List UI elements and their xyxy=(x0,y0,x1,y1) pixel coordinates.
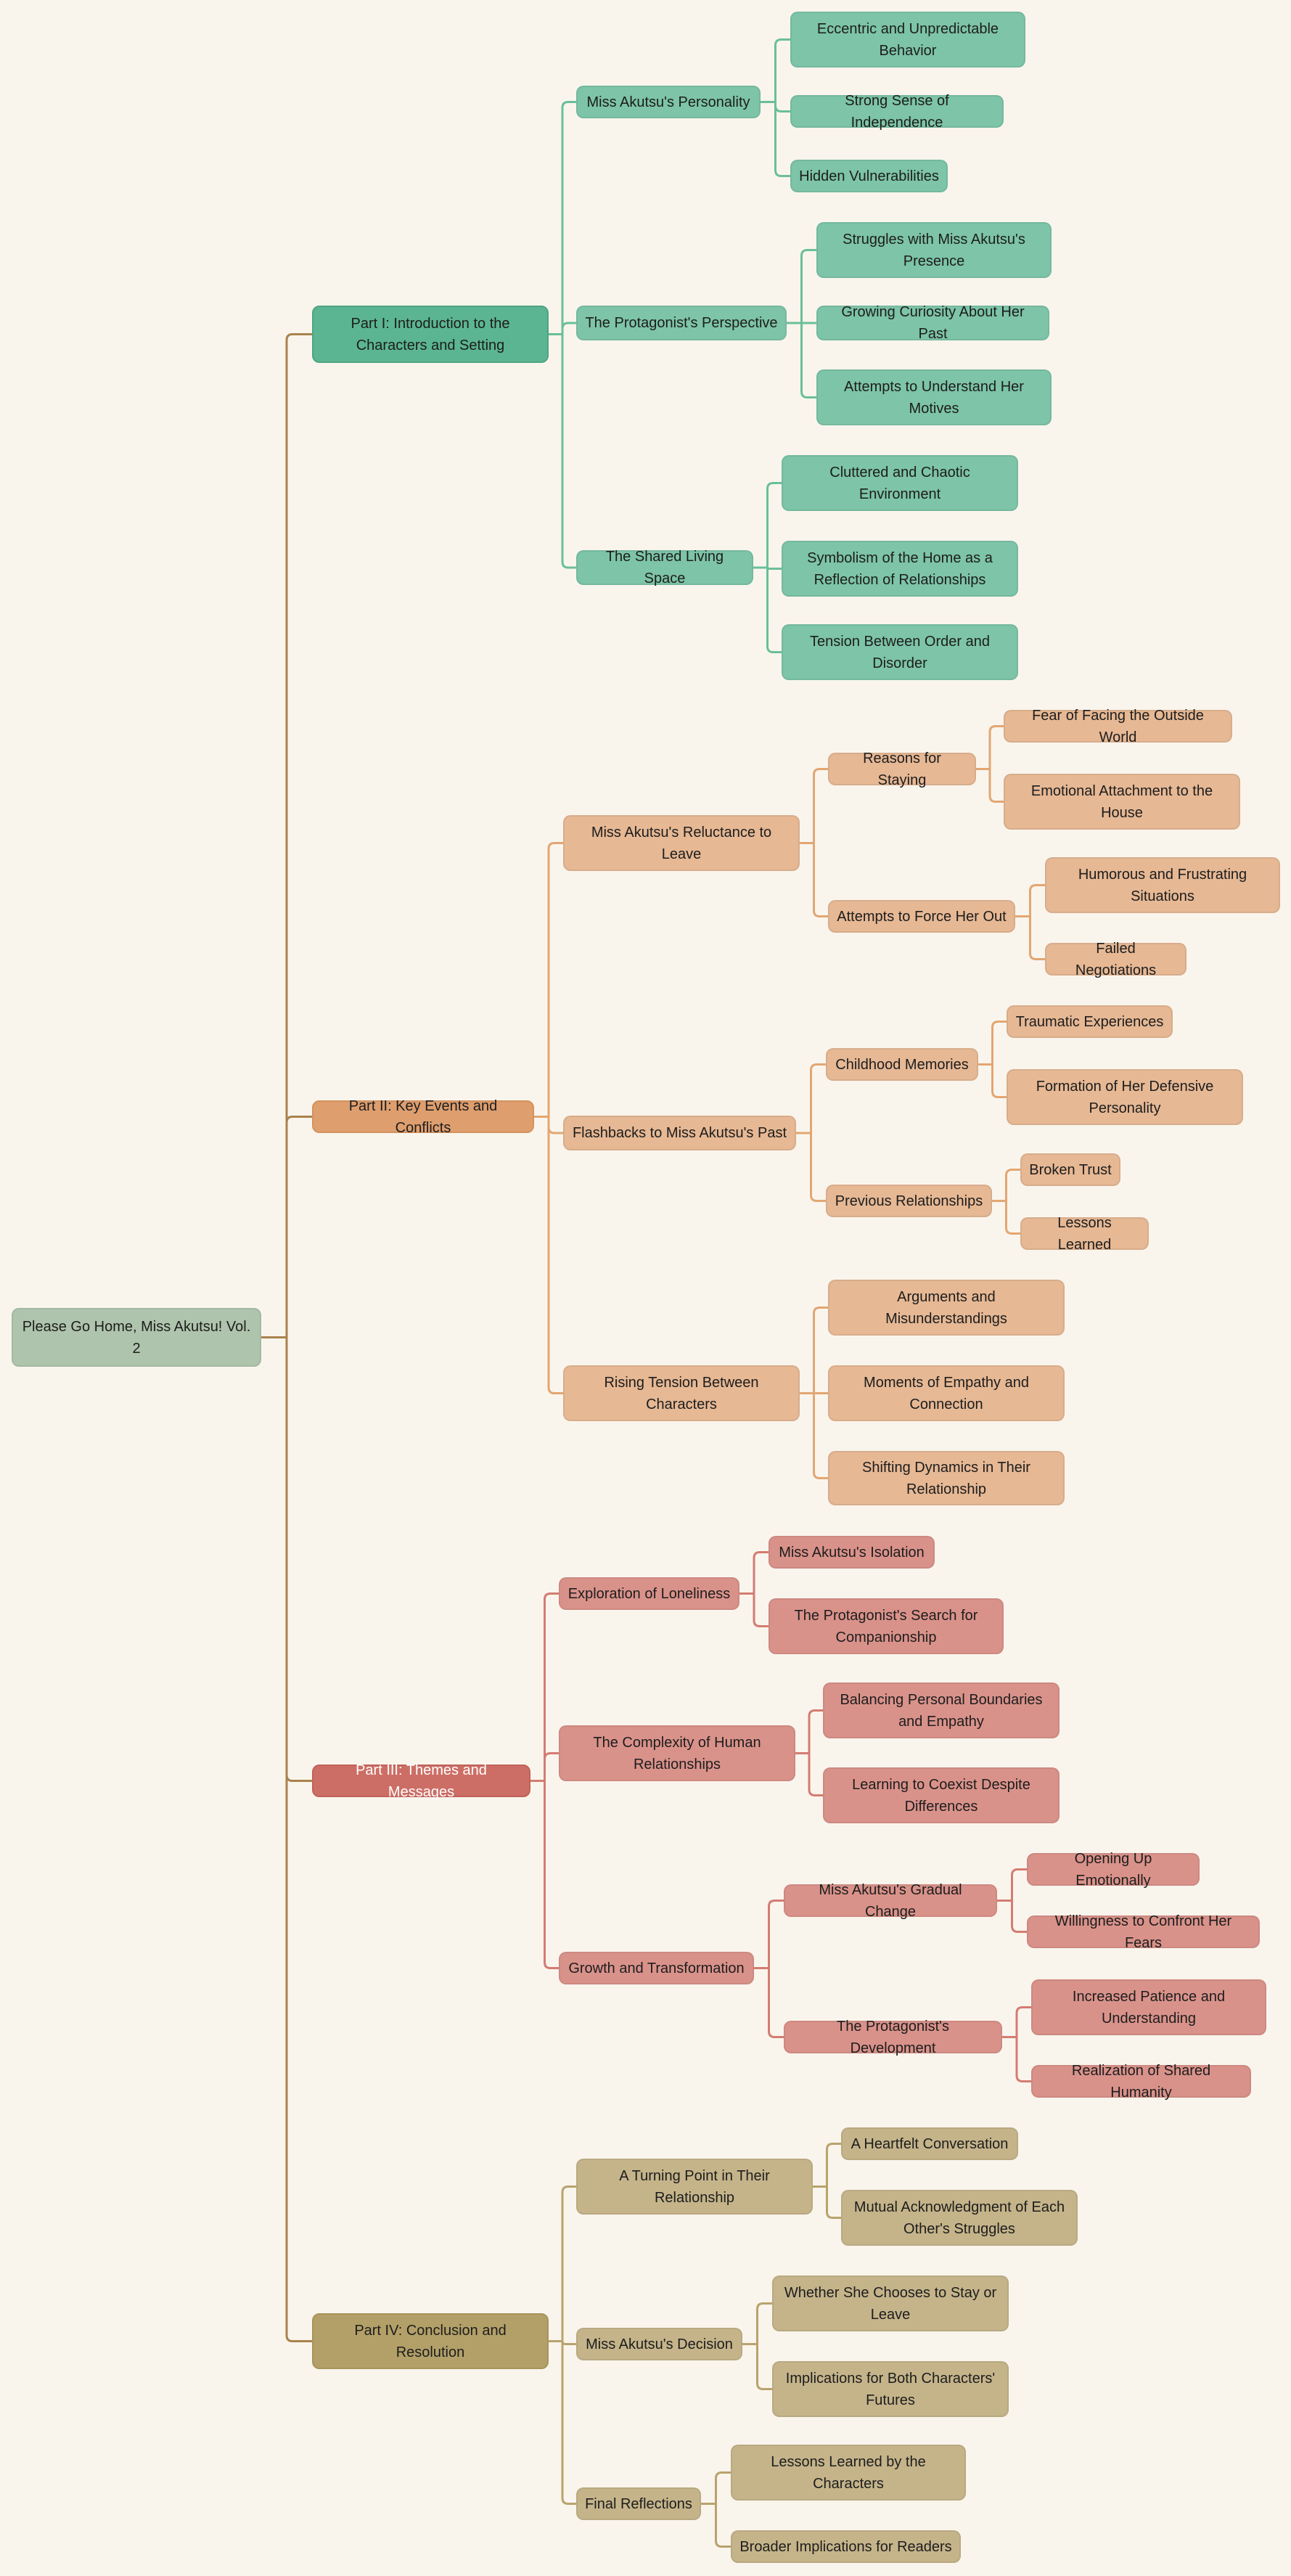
node-the-protagonist-s-perspective[interactable]: The Protagonist's Perspective xyxy=(576,306,787,340)
node-part-iii-themes-and-messages[interactable]: Part III: Themes and Messages xyxy=(312,1762,530,1800)
connector xyxy=(997,1868,1027,1933)
node-part-i-introduction-to-the-characters-and-setting[interactable]: Part I: Introduction to the Characters a… xyxy=(312,306,549,363)
node-increased-patience-and-understanding[interactable]: Increased Patience and Understanding xyxy=(1031,1979,1266,2035)
connector xyxy=(742,2302,772,2390)
node-the-protagonist-s-development[interactable]: The Protagonist's Development xyxy=(784,2019,1002,2056)
connector xyxy=(992,1169,1020,1235)
node-balancing-personal-boundaries-and-empathy[interactable]: Balancing Personal Boundaries and Empath… xyxy=(823,1682,1060,1738)
connector xyxy=(530,1592,559,1969)
node-struggles-with-miss-akutsu-s-presence[interactable]: Struggles with Miss Akutsu's Presence xyxy=(816,222,1052,278)
node-the-protagonist-s-search-for-companionship[interactable]: The Protagonist's Search for Companionsh… xyxy=(769,1598,1004,1654)
node-exploration-of-loneliness[interactable]: Exploration of Loneliness xyxy=(559,1577,739,1610)
node-miss-akutsu-s-decision[interactable]: Miss Akutsu's Decision xyxy=(576,2328,742,2360)
node-broader-implications-for-readers[interactable]: Broader Implications for Readers xyxy=(731,2530,961,2563)
node-humorous-and-frustrating-situations[interactable]: Humorous and Frustrating Situations xyxy=(1045,857,1280,913)
connector xyxy=(701,2471,731,2548)
node-childhood-memories[interactable]: Childhood Memories xyxy=(826,1048,978,1081)
node-shifting-dynamics-in-their-relationship[interactable]: Shifting Dynamics in Their Relationship xyxy=(828,1451,1065,1505)
connector xyxy=(796,1063,826,1202)
connector xyxy=(754,1900,784,2038)
connector xyxy=(976,725,1004,803)
connector xyxy=(549,2185,576,2505)
connector xyxy=(761,38,790,177)
connector xyxy=(1002,2006,1031,2082)
node-part-iv-conclusion-and-resolution[interactable]: Part IV: Conclusion and Resolution xyxy=(312,2313,549,2369)
connector xyxy=(800,768,828,917)
node-attempts-to-force-her-out[interactable]: Attempts to Force Her Out xyxy=(828,900,1015,933)
node-final-reflections[interactable]: Final Reflections xyxy=(576,2487,701,2520)
node-reasons-for-staying[interactable]: Reasons for Staying xyxy=(828,751,976,788)
node-a-turning-point-in-their-relationship[interactable]: A Turning Point in Their Relationship xyxy=(576,2159,813,2215)
node-attempts-to-understand-her-motives[interactable]: Attempts to Understand Her Motives xyxy=(816,369,1052,425)
connector xyxy=(978,1021,1007,1098)
node-fear-of-facing-the-outside-world[interactable]: Fear of Facing the Outside World xyxy=(1004,708,1232,745)
node-growth-and-transformation[interactable]: Growth and Transformation xyxy=(559,1952,754,1984)
node-mutual-acknowledgment-of-each-other-s-struggles[interactable]: Mutual Acknowledgment of Each Other's St… xyxy=(841,2190,1078,2246)
node-strong-sense-of-independence[interactable]: Strong Sense of Independence xyxy=(790,93,1004,131)
node-miss-akutsu-s-isolation[interactable]: Miss Akutsu's Isolation xyxy=(769,1536,935,1569)
node-implications-for-both-characters-futures[interactable]: Implications for Both Characters' Future… xyxy=(772,2361,1009,2417)
node-hidden-vulnerabilities[interactable]: Hidden Vulnerabilities xyxy=(790,160,948,192)
node-miss-akutsu-s-gradual-change[interactable]: Miss Akutsu's Gradual Change xyxy=(784,1882,997,1920)
node-realization-of-shared-humanity[interactable]: Realization of Shared Humanity xyxy=(1031,2063,1251,2101)
node-the-shared-living-space[interactable]: The Shared Living Space xyxy=(576,549,753,586)
node-growing-curiosity-about-her-past[interactable]: Growing Curiosity About Her Past xyxy=(816,304,1049,342)
node-flashbacks-to-miss-akutsu-s-past[interactable]: Flashbacks to Miss Akutsu's Past xyxy=(563,1116,796,1150)
connector xyxy=(549,101,576,569)
node-a-heartfelt-conversation[interactable]: A Heartfelt Conversation xyxy=(841,2127,1018,2160)
connector xyxy=(739,1551,769,1627)
connector xyxy=(787,249,816,398)
node-miss-akutsu-s-reluctance-to-leave[interactable]: Miss Akutsu's Reluctance to Leave xyxy=(563,815,800,871)
node-moments-of-empathy-and-connection[interactable]: Moments of Empathy and Connection xyxy=(828,1365,1065,1421)
node-cluttered-and-chaotic-environment[interactable]: Cluttered and Chaotic Environment xyxy=(782,455,1018,511)
node-lessons-learned[interactable]: Lessons Learned xyxy=(1020,1215,1149,1253)
node-symbolism-of-the-home-as-a-reflection-of-relationships[interactable]: Symbolism of the Home as a Reflection of… xyxy=(782,541,1018,597)
node-broken-trust[interactable]: Broken Trust xyxy=(1020,1153,1120,1186)
node-part-ii-key-events-and-conflicts[interactable]: Part II: Key Events and Conflicts xyxy=(312,1098,534,1136)
node-whether-she-chooses-to-stay-or-leave[interactable]: Whether She Chooses to Stay or Leave xyxy=(772,2276,1009,2331)
node-rising-tension-between-characters[interactable]: Rising Tension Between Characters xyxy=(563,1365,800,1421)
node-learning-to-coexist-despite-differences[interactable]: Learning to Coexist Despite Differences xyxy=(823,1767,1060,1823)
connector xyxy=(1015,884,1045,960)
root-node[interactable]: Please Go Home, Miss Akutsu! Vol. 2 xyxy=(12,1308,261,1367)
node-lessons-learned-by-the-characters[interactable]: Lessons Learned by the Characters xyxy=(731,2445,966,2501)
node-opening-up-emotionally[interactable]: Opening Up Emotionally xyxy=(1027,1851,1200,1889)
connector xyxy=(753,482,782,653)
node-previous-relationships[interactable]: Previous Relationships xyxy=(826,1185,992,1217)
node-formation-of-her-defensive-personality[interactable]: Formation of Her Defensive Personality xyxy=(1007,1069,1243,1125)
connector xyxy=(800,1307,828,1479)
node-failed-negotiations[interactable]: Failed Negotiations xyxy=(1045,941,1187,978)
node-the-complexity-of-human-relationships[interactable]: The Complexity of Human Relationships xyxy=(559,1725,795,1781)
node-willingness-to-confront-her-fears[interactable]: Willingness to Confront Her Fears xyxy=(1027,1913,1260,1951)
node-emotional-attachment-to-the-house[interactable]: Emotional Attachment to the House xyxy=(1004,774,1240,830)
connector xyxy=(261,333,312,2342)
node-eccentric-and-unpredictable-behavior[interactable]: Eccentric and Unpredictable Behavior xyxy=(790,12,1025,68)
connector xyxy=(813,2143,841,2219)
node-tension-between-order-and-disorder[interactable]: Tension Between Order and Disorder xyxy=(782,624,1018,680)
connector xyxy=(795,1709,823,1796)
node-arguments-and-misunderstandings[interactable]: Arguments and Misunderstandings xyxy=(828,1280,1065,1336)
connector xyxy=(534,842,563,1394)
node-miss-akutsu-s-personality[interactable]: Miss Akutsu's Personality xyxy=(576,86,761,118)
node-traumatic-experiences[interactable]: Traumatic Experiences xyxy=(1007,1005,1173,1038)
